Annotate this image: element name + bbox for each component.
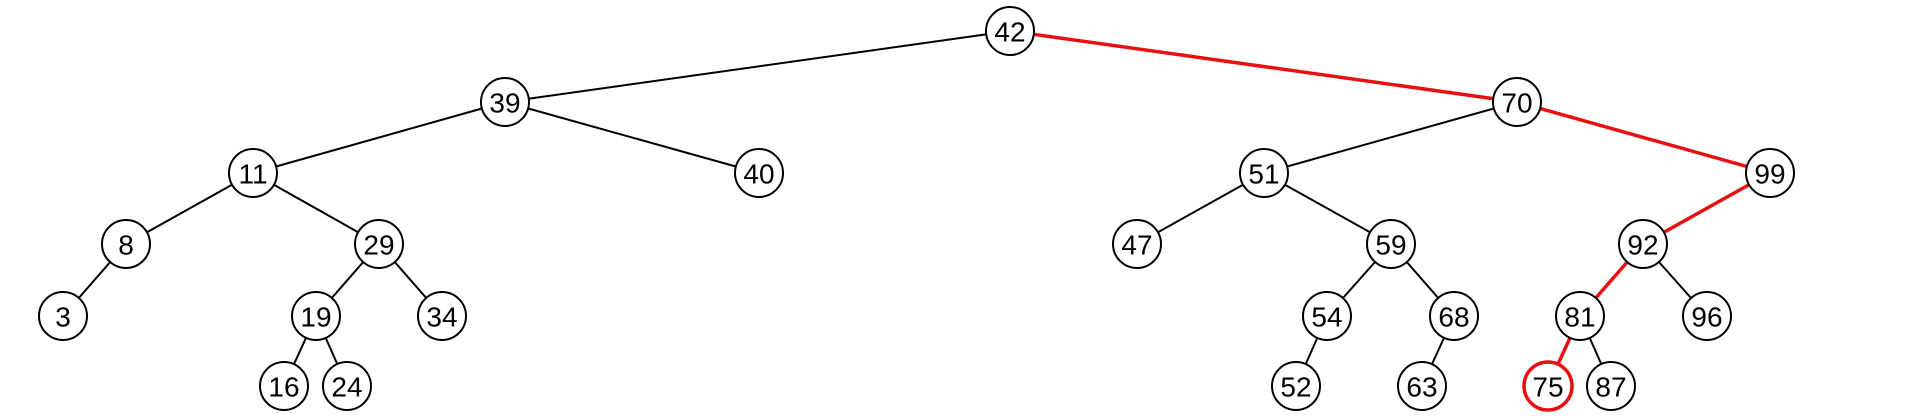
node-circle-24 xyxy=(322,361,372,411)
edge-39-40 xyxy=(504,101,760,174)
node-circle-54 xyxy=(1302,291,1352,341)
node-label-81: 81 xyxy=(1564,302,1595,333)
node-label-52: 52 xyxy=(1280,372,1311,403)
node-circle-75 xyxy=(1522,360,1574,412)
node-circle-70 xyxy=(1492,77,1542,127)
tree-node-3: 3 xyxy=(38,291,88,341)
node-circle-63 xyxy=(1397,361,1447,411)
node-circle-42 xyxy=(985,6,1035,56)
node-circle-51 xyxy=(1239,148,1289,198)
node-circle-40 xyxy=(734,148,784,198)
node-circle-39 xyxy=(480,77,530,127)
node-label-87: 87 xyxy=(1595,372,1626,403)
edge-42-70 xyxy=(1009,29,1518,104)
tree-node-52: 52 xyxy=(1271,361,1321,411)
tree-node-96: 96 xyxy=(1682,291,1732,341)
tree-node-34: 34 xyxy=(417,291,467,341)
node-label-3: 3 xyxy=(55,302,71,333)
tree-node-87: 87 xyxy=(1586,361,1636,411)
tree-node-16: 16 xyxy=(259,361,309,411)
node-label-63: 63 xyxy=(1406,372,1437,403)
node-label-68: 68 xyxy=(1438,302,1469,333)
node-circle-11 xyxy=(228,148,278,198)
node-circle-8 xyxy=(101,219,151,269)
tree-node-68: 68 xyxy=(1429,291,1479,341)
node-label-47: 47 xyxy=(1121,230,1152,261)
node-circle-3 xyxy=(38,291,88,341)
tree-node-24: 24 xyxy=(322,361,372,411)
tree-node-75: 75 xyxy=(1522,360,1574,412)
node-label-40: 40 xyxy=(743,159,774,190)
node-label-34: 34 xyxy=(426,302,457,333)
tree-node-40: 40 xyxy=(734,148,784,198)
node-circle-81 xyxy=(1555,291,1605,341)
node-circle-16 xyxy=(259,361,309,411)
tree-nodes: 42 39 70 11 40 51 99 8 29 47 59 92 3 19 34 54 68 81 96 16 24… xyxy=(38,6,1795,412)
node-circle-29 xyxy=(354,219,404,269)
edge-70-99 xyxy=(1516,100,1771,175)
node-label-70: 70 xyxy=(1501,88,1532,119)
node-label-59: 59 xyxy=(1375,230,1406,261)
node-label-54: 54 xyxy=(1311,302,1342,333)
node-label-99: 99 xyxy=(1754,159,1785,190)
node-label-11: 11 xyxy=(238,159,267,190)
tree-node-59: 59 xyxy=(1366,219,1416,269)
node-circle-34 xyxy=(417,291,467,341)
node-circle-99 xyxy=(1745,148,1795,198)
node-label-29: 29 xyxy=(363,230,394,261)
tree-node-19: 19 xyxy=(291,291,341,341)
tree-node-81: 81 xyxy=(1555,291,1605,341)
node-label-42: 42 xyxy=(994,17,1025,48)
node-label-96: 96 xyxy=(1691,302,1722,333)
edge-42-39 xyxy=(504,30,1011,103)
node-label-51: 51 xyxy=(1248,159,1279,190)
edge-70-51 xyxy=(1263,101,1518,174)
node-circle-47 xyxy=(1112,219,1162,269)
tree-node-70: 70 xyxy=(1492,77,1542,127)
node-circle-96 xyxy=(1682,291,1732,341)
tree-node-92: 92 xyxy=(1618,219,1668,269)
tree-node-42: 42 xyxy=(985,6,1035,56)
node-label-39: 39 xyxy=(489,88,520,119)
tree-node-39: 39 xyxy=(480,77,530,127)
node-circle-52 xyxy=(1271,361,1321,411)
node-label-75: 75 xyxy=(1532,372,1563,403)
node-label-16: 16 xyxy=(268,372,299,403)
tree-node-54: 54 xyxy=(1302,291,1352,341)
tree-node-29: 29 xyxy=(354,219,404,269)
node-label-8: 8 xyxy=(118,230,134,261)
node-circle-19 xyxy=(291,291,341,341)
node-circle-59 xyxy=(1366,219,1416,269)
node-label-92: 92 xyxy=(1627,230,1658,261)
edge-39-11 xyxy=(252,101,506,174)
tree-node-51: 51 xyxy=(1239,148,1289,198)
node-circle-68 xyxy=(1429,291,1479,341)
tree-node-11: 11 xyxy=(228,148,278,198)
tree-node-63: 63 xyxy=(1397,361,1447,411)
node-label-19: 19 xyxy=(300,302,331,333)
node-label-24: 24 xyxy=(331,372,362,403)
node-circle-87 xyxy=(1586,361,1636,411)
tree-node-8: 8 xyxy=(101,219,151,269)
node-circle-92 xyxy=(1618,219,1668,269)
tree-node-99: 99 xyxy=(1745,148,1795,198)
tree-node-47: 47 xyxy=(1112,219,1162,269)
